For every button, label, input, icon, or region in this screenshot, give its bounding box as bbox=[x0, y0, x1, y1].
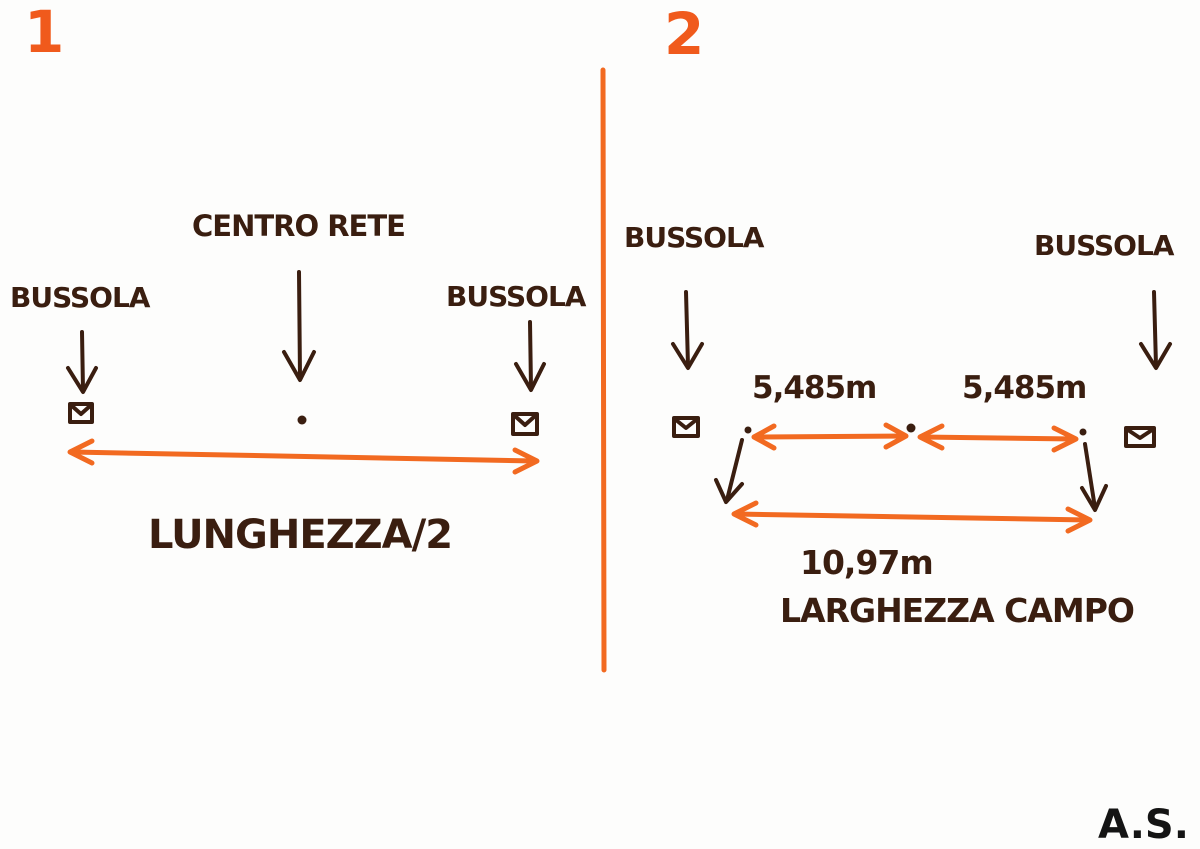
half-width-arrow-right bbox=[917, 423, 1079, 453]
panel-divider bbox=[600, 67, 607, 673]
distance-right-label: 5,485m bbox=[962, 370, 1086, 406]
centro-rete-label: CENTRO RETE bbox=[192, 209, 405, 243]
bussola-right-label: BUSSOLA bbox=[446, 280, 587, 313]
arrow-down-icon bbox=[514, 320, 546, 392]
arrow-down-icon bbox=[1139, 290, 1172, 370]
sideline-point-left bbox=[744, 426, 752, 434]
arrow-down-icon bbox=[66, 330, 98, 394]
compass-box-icon bbox=[511, 412, 539, 436]
arrow-down-icon bbox=[671, 290, 704, 370]
panel-1-number: 1 bbox=[24, 0, 64, 66]
bussola-left-label: BUSSOLA bbox=[10, 281, 151, 314]
compass-box-icon bbox=[672, 416, 700, 438]
net-center-dot bbox=[906, 423, 916, 433]
bussola-right-label: BUSSOLA bbox=[1034, 229, 1175, 262]
bussola-left-label: BUSSOLA bbox=[624, 221, 765, 254]
distance-total-label: 10,97m bbox=[800, 543, 933, 582]
full-width-arrow bbox=[731, 500, 1093, 534]
larghezza-campo-label: LARGHEZZA CAMPO bbox=[780, 591, 1134, 630]
arrow-down-icon bbox=[1080, 442, 1108, 512]
distance-left-label: 5,485m bbox=[752, 370, 876, 406]
panel-2-number: 2 bbox=[664, 0, 704, 68]
sideline-point-right bbox=[1079, 428, 1087, 436]
arrow-down-icon bbox=[282, 270, 316, 382]
arrow-down-icon bbox=[714, 438, 744, 504]
compass-box-icon bbox=[68, 402, 94, 424]
net-center-dot bbox=[297, 415, 307, 425]
half-width-arrow-left bbox=[751, 422, 909, 451]
lunghezza-label: LUNGHEZZA/2 bbox=[148, 512, 452, 558]
compass-box-icon bbox=[1124, 426, 1156, 448]
signature: A.S. bbox=[1098, 802, 1189, 848]
length-half-arrow bbox=[67, 438, 540, 475]
